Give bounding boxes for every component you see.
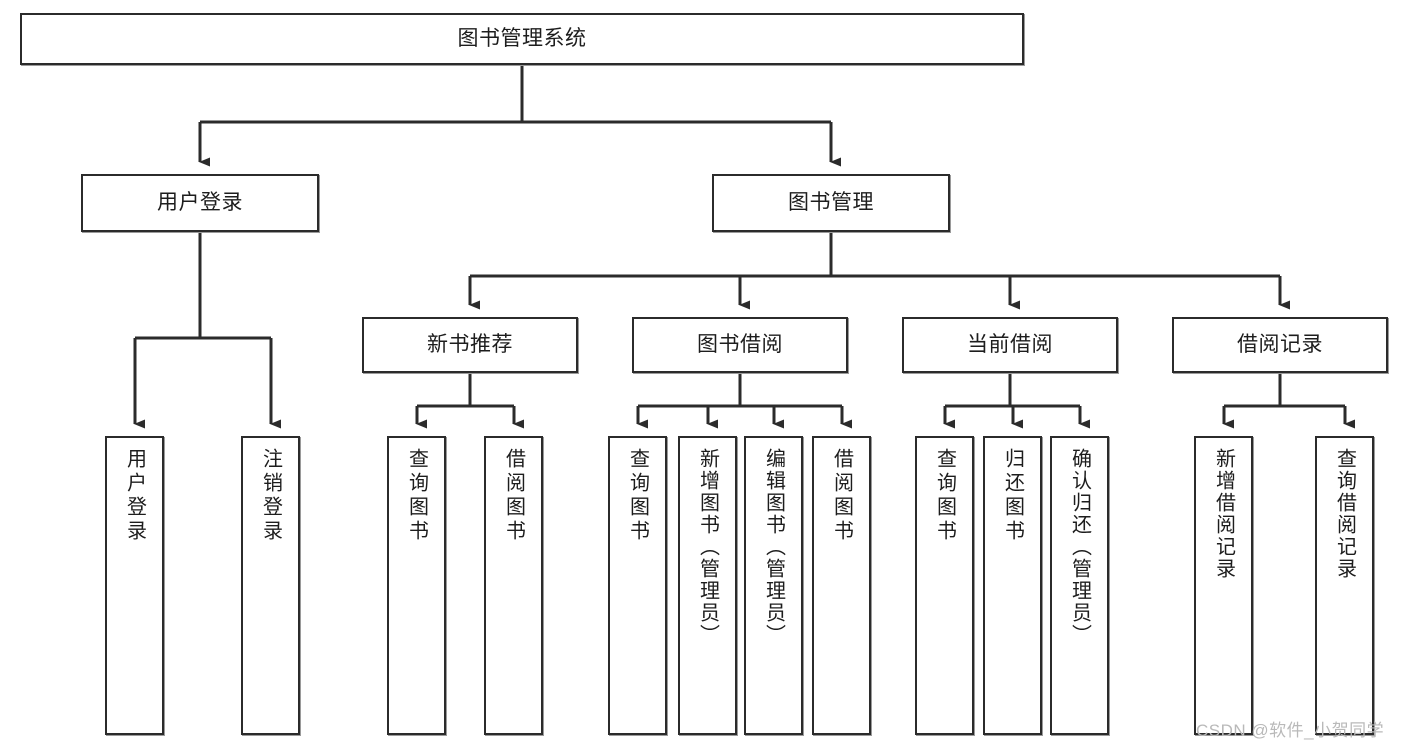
node-new-book-rec[interactable]: 新书推荐 [362, 317, 578, 373]
node-leaf-1[interactable]: 用户登录 [105, 436, 164, 735]
node-label: 查询图书 [626, 448, 649, 544]
node-current-borrow[interactable]: 当前借阅 [902, 317, 1118, 373]
node-leaf-4[interactable]: 借阅图书 [484, 436, 543, 735]
node-label: 注销登录 [259, 448, 282, 544]
node-label: 查询图书 [405, 448, 428, 544]
node-user-login[interactable]: 用户登录 [81, 174, 319, 232]
node-leaf-3[interactable]: 查询图书 [387, 436, 446, 735]
node-leaf-9[interactable]: 查询图书 [915, 436, 974, 735]
watermark-text: CSDN @软件_小贺同学 [1196, 721, 1385, 740]
node-label: 新增图书（管理员） [696, 448, 719, 646]
node-label: 用户登录 [123, 448, 146, 544]
node-label: 图书管理 [788, 191, 874, 215]
node-leaf-11[interactable]: 确认归还（管理员） [1050, 436, 1109, 735]
node-leaf-2[interactable]: 注销登录 [241, 436, 300, 735]
node-label: 借阅图书 [830, 448, 853, 544]
node-label: 确认归还（管理员） [1068, 448, 1091, 646]
node-label: 借阅记录 [1237, 333, 1323, 357]
node-label: 图书管理系统 [457, 27, 587, 51]
node-leaf-7[interactable]: 编辑图书（管理员） [744, 436, 803, 735]
node-book-mgmt[interactable]: 图书管理 [712, 174, 950, 232]
node-book-borrow[interactable]: 图书借阅 [632, 317, 848, 373]
node-label: 新增借阅记录 [1212, 448, 1235, 580]
node-label: 图书借阅 [697, 333, 783, 357]
node-label: 新书推荐 [427, 333, 513, 357]
node-leaf-12[interactable]: 新增借阅记录 [1194, 436, 1253, 735]
node-label: 查询借阅记录 [1333, 448, 1356, 580]
node-leaf-8[interactable]: 借阅图书 [812, 436, 871, 735]
node-label: 归还图书 [1001, 448, 1024, 544]
node-leaf-6[interactable]: 新增图书（管理员） [678, 436, 737, 735]
node-borrow-record[interactable]: 借阅记录 [1172, 317, 1388, 373]
node-leaf-10[interactable]: 归还图书 [983, 436, 1042, 735]
node-label: 查询图书 [933, 448, 956, 544]
node-leaf-5[interactable]: 查询图书 [608, 436, 667, 735]
node-label: 编辑图书（管理员） [762, 448, 785, 646]
node-label: 用户登录 [157, 191, 243, 215]
node-leaf-13[interactable]: 查询借阅记录 [1315, 436, 1374, 735]
node-label: 借阅图书 [502, 448, 525, 544]
node-root[interactable]: 图书管理系统 [20, 13, 1024, 65]
node-label: 当前借阅 [967, 333, 1053, 357]
